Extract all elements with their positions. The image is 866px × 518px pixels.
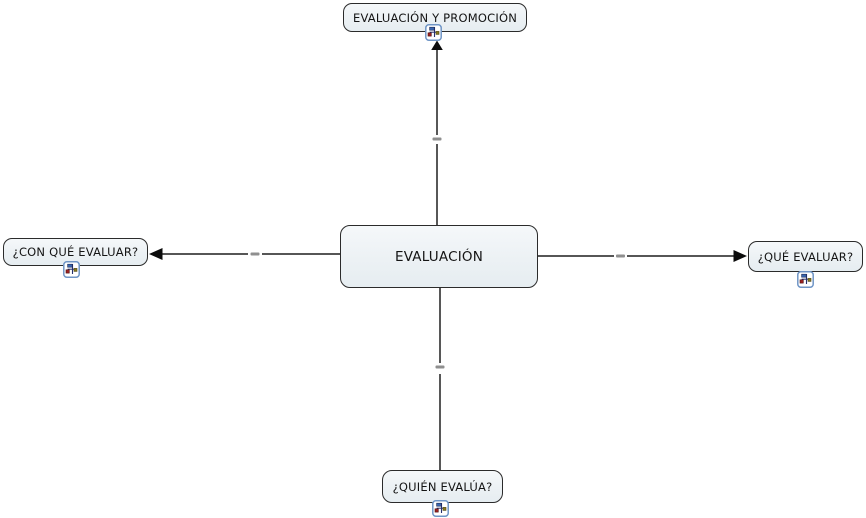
node-label: ¿CON QUÉ EVALUAR? xyxy=(12,245,139,259)
node-label: EVALUACIÓN Y PROMOCIÓN xyxy=(352,10,518,25)
node-con-que-evaluar[interactable]: ¿CON QUÉ EVALUAR? xyxy=(3,238,148,266)
arrowhead-up-icon xyxy=(431,40,443,50)
linked-cmap-icon[interactable] xyxy=(425,24,442,41)
node-label: ¿QUÉ EVALUAR? xyxy=(757,249,854,264)
arrowhead-left-icon xyxy=(149,248,163,260)
node-label: EVALUACIÓN xyxy=(395,248,483,265)
arrowhead-right-icon xyxy=(733,250,747,262)
node-label: ¿QUIÉN EVALÚA? xyxy=(392,479,493,494)
linked-cmap-icon[interactable] xyxy=(797,271,814,288)
link-label-dash-bottom xyxy=(435,365,445,369)
linked-cmap-icon[interactable] xyxy=(432,500,449,517)
node-quien-evalua[interactable]: ¿QUIÉN EVALÚA? xyxy=(382,470,503,503)
linked-cmap-icon[interactable] xyxy=(63,261,80,278)
link-label-dash-top xyxy=(432,137,442,141)
node-que-evaluar[interactable]: ¿QUÉ EVALUAR? xyxy=(748,241,863,272)
link-label-dash-right xyxy=(616,254,625,258)
link-label-dash-left xyxy=(250,252,260,256)
node-evaluacion[interactable]: EVALUACIÓN xyxy=(340,225,538,288)
